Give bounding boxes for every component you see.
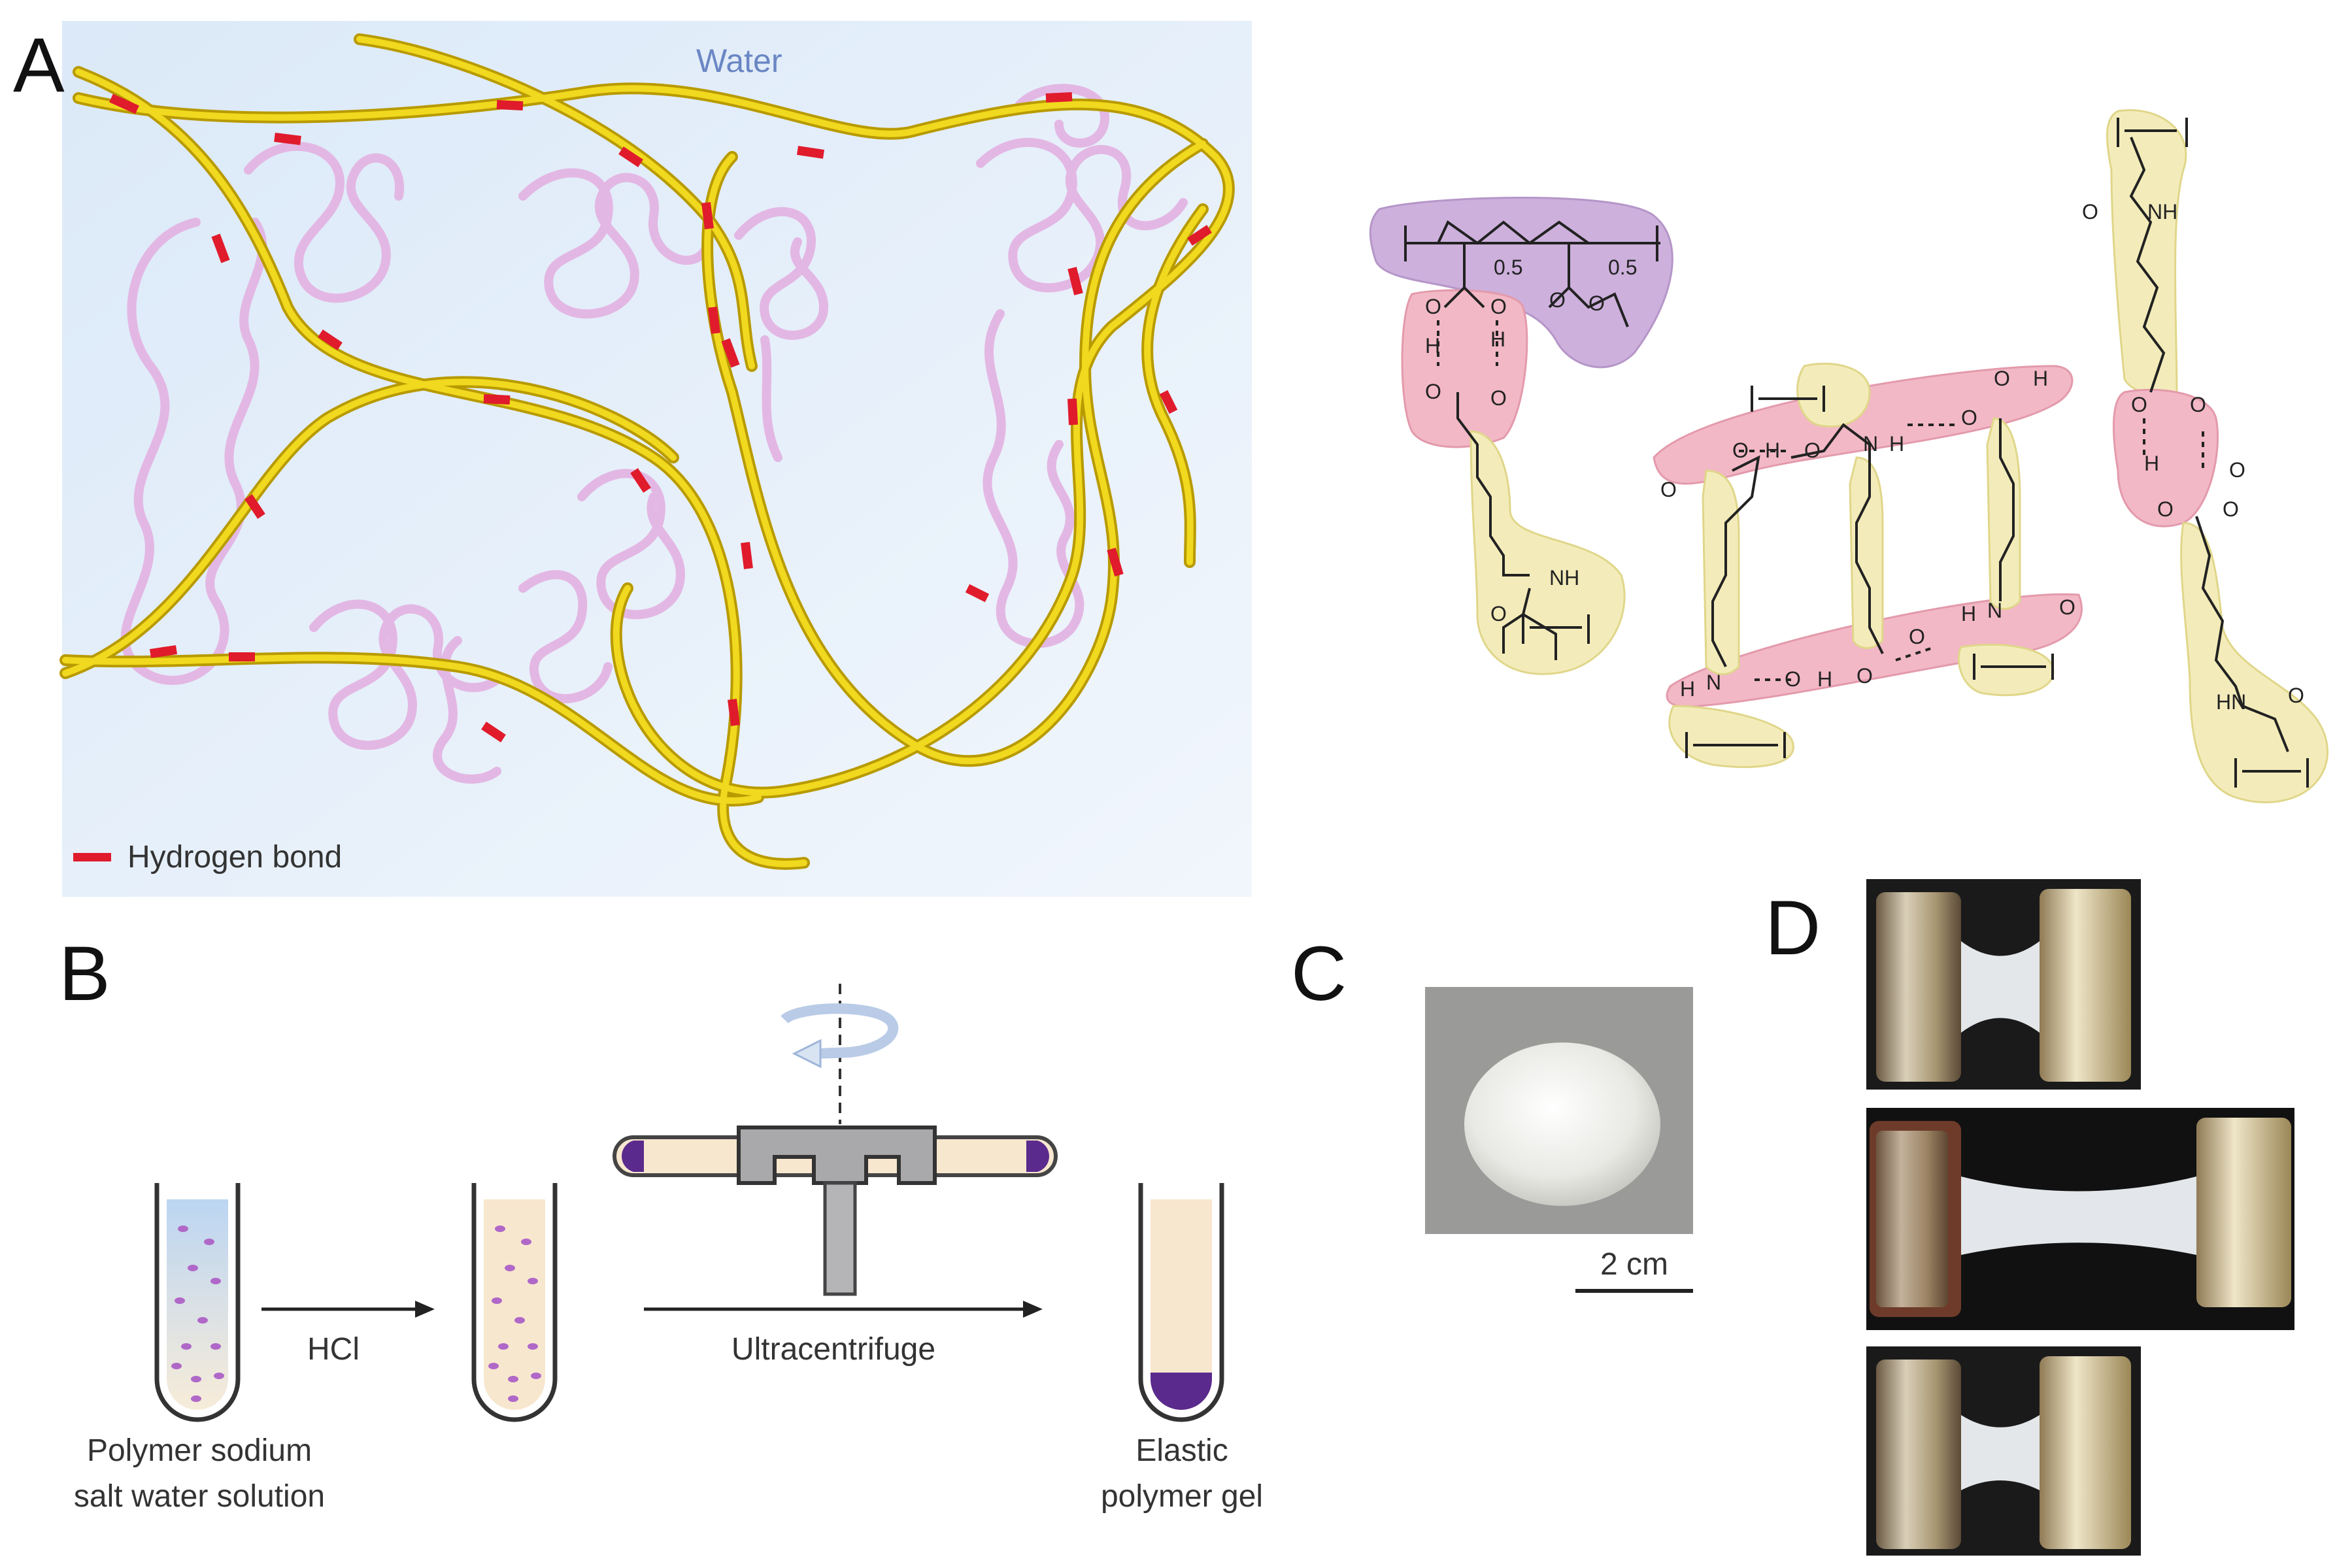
atom-o-17: O: [2082, 200, 2098, 224]
process-label: Ultracentrifuge: [731, 1332, 935, 1367]
centrifuge: [613, 984, 1058, 1296]
amide-hn-3: HN: [2216, 690, 2246, 714]
chemical-structures: 0.5 0.5 O O H H O O O O NH O O O H O N H…: [1369, 109, 2328, 803]
tube-acidified: [471, 1183, 558, 1422]
rotation-arrow-head: [792, 1039, 822, 1069]
atom-o-22: O: [2223, 497, 2239, 521]
panel-letter-a: A: [13, 22, 65, 108]
atom-h-6: H: [1680, 677, 1695, 701]
reagent-label: HCl: [307, 1332, 360, 1367]
atom-h-2: H: [1490, 327, 1505, 351]
structure-bonds: [1404, 118, 2309, 788]
atom-o-20: O: [2229, 458, 2245, 482]
structure-highlights: [1369, 109, 2328, 803]
atom-h-5: H: [2033, 367, 2048, 390]
atom-o-9: O: [1732, 439, 1749, 462]
atom-o-8: O: [1660, 478, 1677, 501]
coiled-polymer-chains: [120, 84, 1188, 784]
photo-stretch-2: [1866, 1108, 2294, 1330]
atom-o-14: O: [1856, 664, 1873, 688]
atom-o-18: O: [2131, 393, 2147, 416]
atom-o-12: O: [1994, 367, 2010, 390]
rotor-hub: [737, 1126, 937, 1185]
atom-o-1: O: [1425, 295, 1441, 318]
atom-o-16: O: [2059, 595, 2075, 619]
photo-stretch-3: [1866, 1346, 2141, 1556]
atom-o-15: O: [1909, 625, 1925, 648]
backbone-polymer-chains-fill: [62, 36, 1232, 867]
subscript-0-5-b: 0.5: [1608, 256, 1637, 279]
atom-o-19: O: [2190, 393, 2206, 416]
arrow-hcl-head: [415, 1301, 435, 1318]
atom-h-1: H: [1425, 334, 1440, 358]
arrow-ultracentrifuge-head: [1023, 1301, 1043, 1318]
panel-a: Water Hydrogen bond A: [13, 21, 1252, 897]
rotor-shaft: [823, 1181, 857, 1296]
atom-o-7: O: [1490, 602, 1507, 626]
atom-o-21: O: [2157, 497, 2174, 521]
left-tube-caption-line1: Polymer sodium: [87, 1433, 312, 1468]
atom-n-2: N: [1706, 671, 1721, 694]
atom-h-9: H: [2144, 452, 2159, 475]
atom-o-2: O: [1490, 295, 1507, 318]
gel-pellet: [1151, 1373, 1212, 1410]
atom-o-4: O: [1490, 386, 1507, 410]
right-tube-caption-line1: Elastic: [1135, 1433, 1228, 1468]
panel-c: C 2 cm: [1291, 931, 1693, 1293]
atom-o-13: O: [1785, 667, 1801, 691]
atom-h-8: H: [1961, 602, 1976, 626]
amide-nh-2: NH: [2147, 200, 2177, 224]
water-label: Water: [696, 42, 782, 79]
panel-letter-c: C: [1291, 931, 1347, 1017]
tube-2-particles: [488, 1226, 541, 1402]
atom-n-3: N: [1987, 599, 2002, 622]
right-tube-caption-line2: polymer gel: [1101, 1479, 1263, 1514]
atom-o-6: O: [1588, 292, 1605, 315]
atom-h-4: H: [1889, 432, 1904, 456]
photo-gel-drop: [1464, 1043, 1660, 1206]
amide-nh-1: NH: [1549, 566, 1579, 590]
tube-solution: [154, 1183, 241, 1422]
structure-hbond-dashes: [1437, 320, 2204, 681]
subscript-0-5-a: 0.5: [1494, 256, 1522, 279]
left-tube-caption-line2: salt water solution: [74, 1479, 325, 1514]
atom-h-7: H: [1817, 667, 1832, 691]
panel-d: D: [1765, 879, 2294, 1556]
legend-hydrogen-bond-label: Hydrogen bond: [127, 840, 342, 875]
atom-o-10: O: [1804, 439, 1821, 462]
atom-o-11: O: [1961, 406, 1977, 429]
scale-bar-label: 2 cm: [1600, 1247, 1668, 1282]
tube-1-particles: [171, 1226, 224, 1402]
structure-atom-labels: 0.5 0.5 O O H H O O O O NH O O O H O N H…: [1425, 200, 2304, 714]
tube-gel: [1138, 1183, 1224, 1422]
legend-hydrogen-bond-swatch: [73, 853, 111, 861]
photo-stretch-1: [1866, 879, 2141, 1090]
atom-o-3: O: [1425, 380, 1441, 403]
panel-letter-d: D: [1765, 885, 1821, 971]
rotation-arrow: [781, 1003, 899, 1059]
atom-h-3: H: [1765, 439, 1780, 462]
panel-b: B Polymer sodium salt water solution HCl: [59, 931, 1263, 1514]
atom-n-1: N: [1863, 432, 1878, 456]
hydrogen-bond-marks: [109, 92, 1212, 742]
panel-letter-b: B: [59, 931, 110, 1017]
atom-o-5: O: [1549, 288, 1566, 312]
atom-o-23: O: [2288, 684, 2304, 707]
